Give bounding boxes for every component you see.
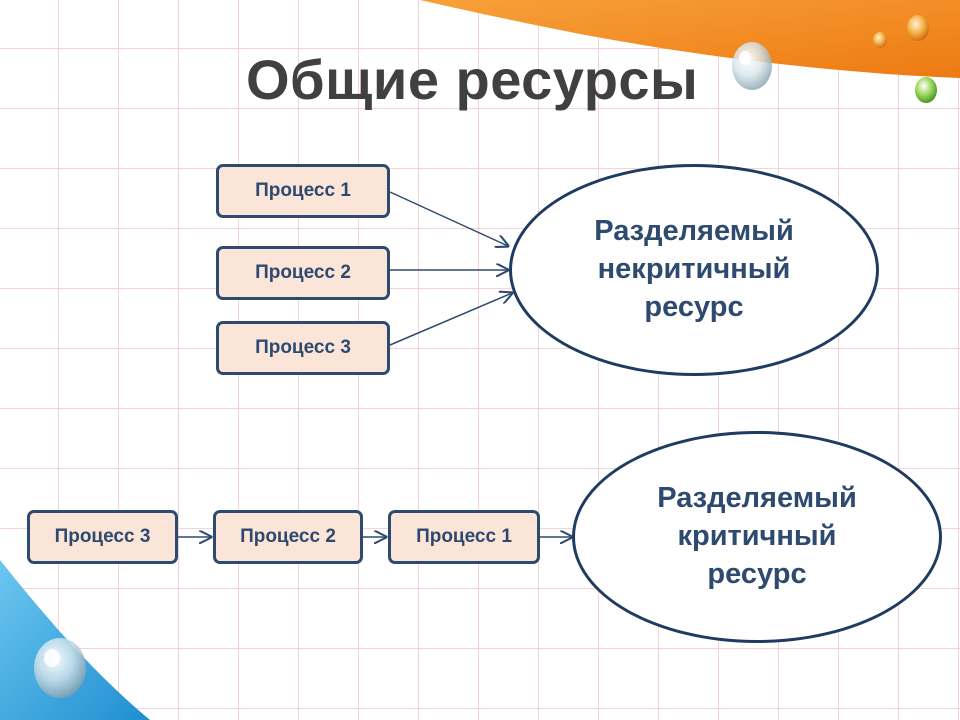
water-drop-icon bbox=[873, 32, 887, 48]
water-drop-icon bbox=[907, 15, 929, 41]
arrow-connector bbox=[389, 293, 512, 346]
process-box: Процесс 3 bbox=[27, 510, 178, 564]
orange-wave bbox=[420, 0, 960, 78]
resource-label-line: критичный bbox=[677, 520, 837, 553]
process-box: Процесс 1 bbox=[388, 510, 540, 564]
resource-label-line: Разделяемый bbox=[657, 482, 857, 515]
critical-resource-ellipse: Разделяемый критичный ресурс bbox=[572, 431, 942, 643]
noncritical-resource-ellipse: Разделяемый некритичный ресурс bbox=[509, 164, 879, 376]
water-drop-icon bbox=[915, 77, 937, 103]
resource-label-line: ресурс bbox=[644, 290, 744, 323]
arrow-connector bbox=[389, 191, 508, 246]
page-title: Общие ресурсы bbox=[246, 48, 699, 111]
process-box: Процесс 3 bbox=[216, 321, 390, 375]
resource-label-line: Разделяемый bbox=[594, 215, 794, 248]
water-drop-icon bbox=[34, 638, 86, 698]
process-box: Процесс 2 bbox=[213, 510, 363, 564]
resource-label-line: ресурс bbox=[707, 557, 807, 590]
blue-wave bbox=[0, 560, 150, 720]
process-box: Процесс 2 bbox=[216, 246, 390, 300]
water-drop-icon bbox=[732, 42, 772, 90]
process-box: Процесс 1 bbox=[216, 164, 390, 218]
resource-label-line: некритичный bbox=[597, 253, 791, 286]
